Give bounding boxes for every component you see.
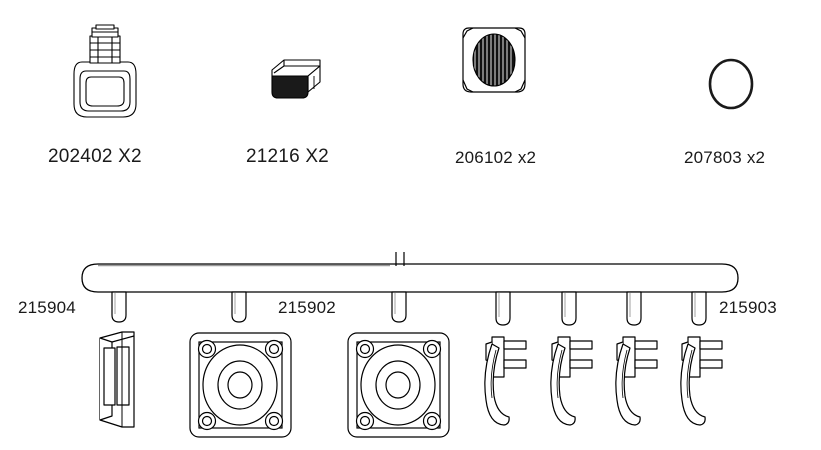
gate-stub	[111, 291, 127, 323]
part-label-21216: 21216 X2	[246, 146, 329, 167]
part-drawing-207803	[705, 56, 757, 112]
gate-stub	[495, 291, 511, 326]
part-label-202402: 202402 X2	[48, 146, 142, 167]
gate-stub	[231, 291, 247, 323]
sprue-label-215904: 215904	[18, 298, 76, 317]
part-drawing-202402	[60, 22, 150, 122]
part-drawing-215903-hook-4	[680, 336, 723, 426]
gate-stub	[626, 291, 642, 326]
part-drawing-215902-flange-a	[189, 332, 292, 438]
part-label-206102: 206102 x2	[455, 148, 537, 167]
notched-square-pad-icon	[462, 27, 526, 93]
block-connector-icon	[271, 59, 321, 99]
part-label-207803: 207803 x2	[684, 148, 766, 167]
runner-bar	[81, 263, 739, 293]
part-drawing-215902-flange-b	[347, 332, 450, 438]
part-drawing-215903-hook-3	[615, 336, 658, 426]
sprue-label-215903: 215903	[719, 298, 777, 317]
part-drawing-21216	[262, 52, 332, 112]
sprue-label-215902: 215902	[278, 298, 336, 317]
gate-stub	[691, 291, 707, 326]
gate-stub	[391, 291, 407, 323]
part-drawing-215903-hook-2	[550, 336, 593, 426]
gate-stub	[561, 291, 577, 326]
part-drawing-206102	[457, 22, 535, 102]
connector-boot-icon	[73, 24, 137, 118]
part-drawing-215903-hook-1	[484, 336, 527, 426]
o-ring-icon	[708, 58, 754, 110]
part-drawing-215904-bracket	[99, 331, 135, 428]
